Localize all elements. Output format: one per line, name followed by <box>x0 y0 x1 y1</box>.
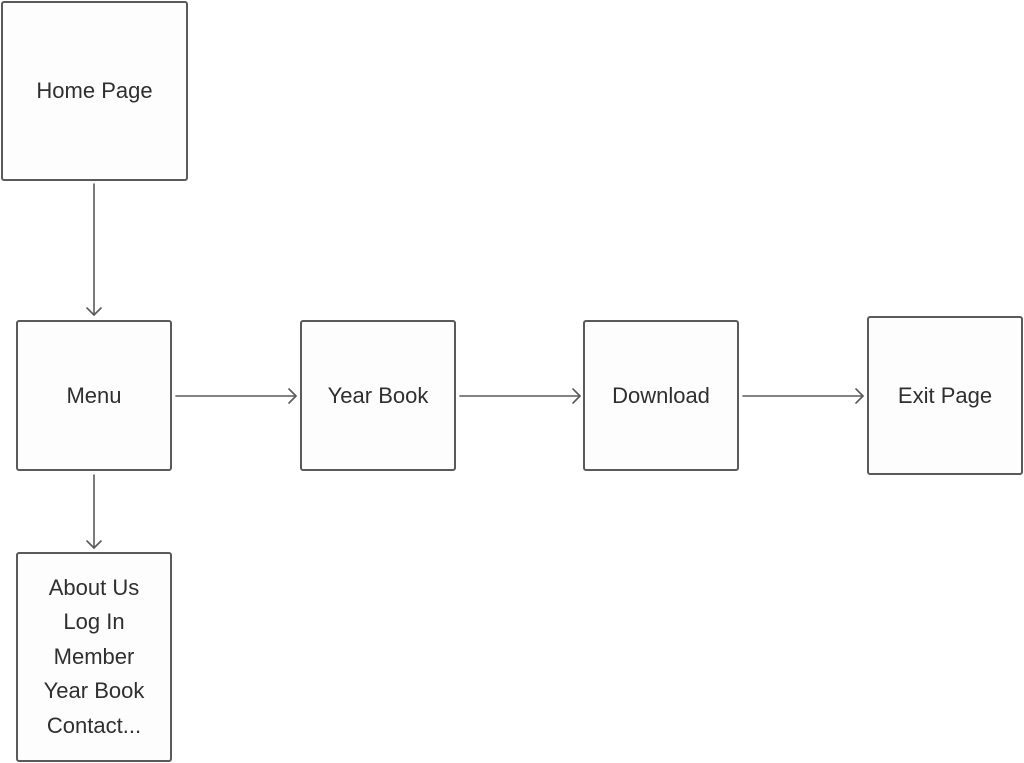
menu-item-year-book: Year Book <box>43 678 145 704</box>
home-page-node[interactable]: Home Page <box>1 1 188 181</box>
edge-menu-to-yearbook <box>175 388 297 404</box>
download-node[interactable]: Download <box>583 320 739 471</box>
menu-label: Menu <box>66 382 122 408</box>
exit-page-node[interactable]: Exit Page <box>867 316 1023 475</box>
edge-home-to-menu <box>86 183 102 316</box>
edge-yearbook-to-download <box>459 388 581 404</box>
menu-items-node[interactable]: About Us Log In Member Year Book Contact… <box>16 552 172 762</box>
menu-item-about-us: About Us <box>48 574 140 600</box>
edge-menu-to-submenu <box>86 474 102 549</box>
edge-download-to-exit <box>742 388 864 404</box>
menu-node[interactable]: Menu <box>16 320 172 471</box>
home-page-label: Home Page <box>36 78 153 103</box>
year-book-node[interactable]: Year Book <box>300 320 456 471</box>
menu-item-contact: Contact... <box>46 712 142 738</box>
year-book-label: Year Book <box>327 382 429 408</box>
download-label: Download <box>612 382 710 408</box>
exit-page-label: Exit Page <box>897 382 993 408</box>
menu-item-log-in: Log In <box>63 609 125 635</box>
menu-item-member: Member <box>53 643 135 669</box>
